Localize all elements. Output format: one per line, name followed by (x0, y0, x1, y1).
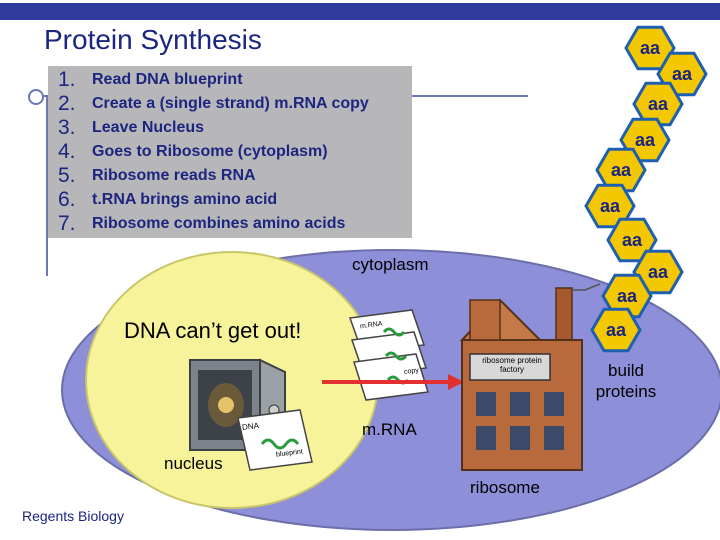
step-4: 4. Goes to Ribosome (cytoplasm) (58, 140, 328, 164)
side-line (46, 96, 48, 276)
step-number: 6. (58, 188, 76, 211)
amino-acid-hexagon (601, 273, 653, 319)
factory-sign-text: ribosome protein factory (482, 356, 542, 374)
step-5: 5. Ribosome reads RNA (58, 164, 256, 188)
step-1: 1. Read DNA blueprint (58, 68, 243, 92)
step-7: 7. Ribosome combines amino acids (58, 212, 345, 236)
amino-acid-hexagon (632, 249, 684, 295)
ribosome-label: ribosome (470, 478, 540, 497)
steps-box: 1. Read DNA blueprint 2. Create a (single … (48, 66, 412, 238)
amino-acid-label: aa (600, 196, 621, 216)
amino-acid-label: aa (606, 320, 627, 340)
amino-acid-label: aa (640, 38, 661, 58)
amino-acid-label: aa (672, 64, 693, 84)
step-number: 2. (58, 92, 76, 115)
amino-acid-hexagon (595, 147, 647, 193)
step-text: Ribosome reads RNA (92, 167, 256, 184)
amino-acid-label: aa (622, 230, 643, 250)
divider-bullet (28, 89, 44, 105)
title-bar (0, 0, 720, 20)
amino-acid-label: aa (648, 94, 669, 114)
page-title: Protein Synthesis (44, 24, 262, 55)
cytoplasm-label: cytoplasm (352, 255, 429, 274)
step-text: Goes to Ribosome (cytoplasm) (92, 143, 328, 160)
step-6: 6. t.RNA brings amino acid (58, 188, 277, 212)
step-text: Leave Nucleus (92, 119, 205, 136)
footer-text: Regents Biology (22, 508, 124, 524)
step-3: 3. Leave Nucleus (58, 116, 204, 140)
mrna-label: m.RNA (362, 420, 417, 439)
step-text: Create a (single strand) m.RNA copy (92, 95, 369, 112)
ribosome-factory-icon (459, 283, 601, 471)
amino-acid-label: aa (635, 130, 656, 150)
step-number: 4. (58, 140, 76, 163)
amino-acid-hexagon (632, 81, 684, 127)
build-proteins-label: build proteins (586, 360, 666, 402)
step-number: 3. (58, 116, 76, 139)
proteins-label-line: proteins (595, 382, 657, 401)
step-number: 7. (58, 212, 76, 235)
step-number: 1. (58, 68, 76, 91)
step-2: 2. Create a (single strand) m.RNA copy (58, 92, 369, 116)
amino-acid-label: aa (611, 160, 632, 180)
transport-arrow (322, 374, 464, 390)
step-text: Ribosome combines amino acids (92, 215, 346, 232)
nucleus-label: nucleus (164, 454, 223, 473)
amino-acid-label: aa (617, 286, 638, 306)
build-label-line: build (608, 361, 644, 380)
dna-cant-get-out-label: DNA can’t get out! (124, 318, 302, 343)
mrna-papers-icon (348, 309, 429, 401)
amino-acid-hexagon (590, 307, 642, 353)
dna-blueprint-paper-icon (237, 409, 313, 471)
step-number: 5. (58, 164, 76, 187)
step-text: t.RNA brings amino acid (92, 191, 278, 208)
step-text: Read DNA blueprint (92, 71, 243, 88)
amino-acid-label: aa (648, 262, 669, 282)
